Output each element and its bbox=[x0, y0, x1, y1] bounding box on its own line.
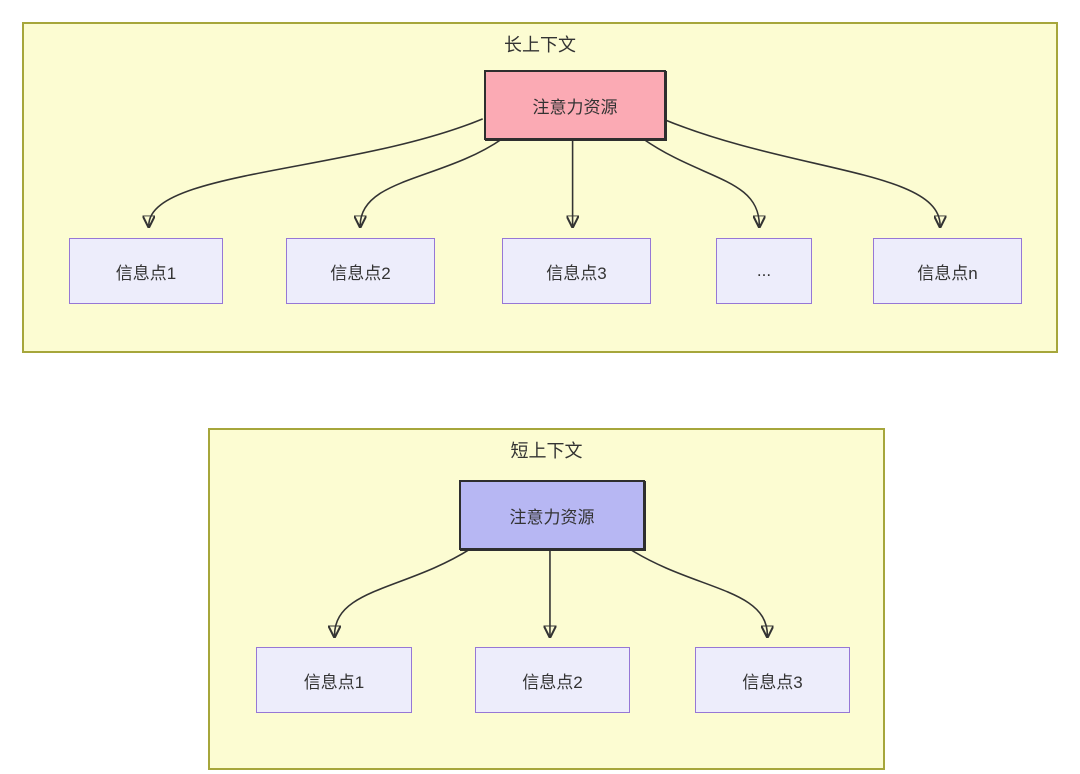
long-info-node-1: 信息点1 bbox=[69, 238, 223, 304]
short-context-title: 短上下文 bbox=[510, 441, 583, 461]
short-context-container: 短上下文 注意力资源 信息点1 信息点2 信息点3 bbox=[208, 428, 885, 770]
arrow-short-to-info3 bbox=[628, 547, 767, 636]
short-info-node-1: 信息点1 bbox=[256, 647, 412, 713]
arrow-long-to-ellipsis bbox=[642, 137, 760, 226]
short-attention-node: 注意力资源 bbox=[459, 480, 645, 550]
long-info-node-ellipsis: ... bbox=[716, 238, 812, 304]
short-info-node-3: 信息点3 bbox=[695, 647, 850, 713]
long-context-container: 长上下文 注意力资源 信息点1 信息点2 信息点3 ... 信息点n bbox=[22, 22, 1058, 353]
long-context-title: 长上下文 bbox=[504, 35, 576, 55]
arrow-long-to-info2 bbox=[360, 137, 503, 226]
arrow-long-to-infon bbox=[662, 118, 941, 226]
long-info-node-3: 信息点3 bbox=[502, 238, 651, 304]
short-info-node-2: 信息点2 bbox=[475, 647, 630, 713]
arrow-short-to-info1 bbox=[335, 547, 472, 636]
long-attention-node: 注意力资源 bbox=[484, 70, 666, 140]
long-info-node-2: 信息点2 bbox=[286, 238, 435, 304]
long-info-node-n: 信息点n bbox=[873, 238, 1022, 304]
arrow-long-to-info1 bbox=[149, 118, 484, 226]
